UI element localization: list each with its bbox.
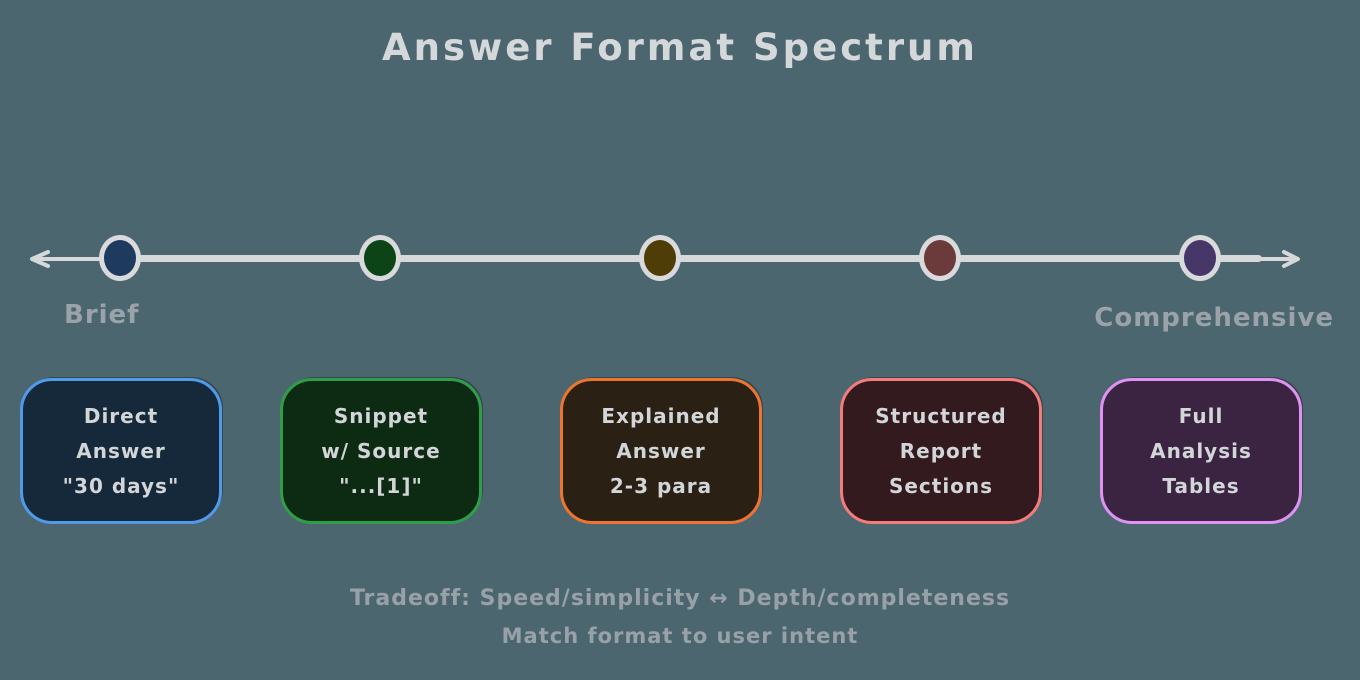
card-structured-report-line-2: Report <box>899 438 983 463</box>
card-explained-answer-line-2: Answer <box>616 438 706 463</box>
spectrum-left-label: Brief <box>64 300 140 330</box>
card-direct-answer-line-2: Answer <box>76 438 166 463</box>
tradeoff-caption: Tradeoff: Speed/simplicity ↔ Depth/compl… <box>349 586 1011 611</box>
right-arrow-icon <box>1258 250 1300 268</box>
spectrum-dot-snippet-with-source <box>359 235 401 281</box>
card-structured-report-line-1: Structured <box>875 403 1007 428</box>
card-snippet-with-source: Snippet w/ Source "...[1]" <box>280 378 482 524</box>
spectrum-dot-structured-report <box>919 235 961 281</box>
card-snippet-with-source-line-3: "...[1]" <box>339 473 423 498</box>
spectrum-axis-line <box>130 255 1262 262</box>
card-full-analysis-line-2: Analysis <box>1150 438 1252 463</box>
card-snippet-with-source-line-2: w/ Source <box>321 438 441 463</box>
card-explained-answer-line-3: 2-3 para <box>609 473 713 498</box>
card-structured-report-line-3: Sections <box>888 473 994 498</box>
card-full-analysis-line-3: Tables <box>1162 473 1240 498</box>
card-direct-answer-line-3: "30 days" <box>62 473 180 498</box>
spectrum-dot-direct-answer <box>99 235 141 281</box>
spectrum-dot-full-analysis <box>1179 235 1221 281</box>
card-explained-answer-line-1: Explained <box>601 403 721 428</box>
match-intent-caption: Match format to user intent <box>501 624 859 648</box>
diagram-title: Answer Format Spectrum <box>382 26 978 69</box>
card-direct-answer-line-1: Direct <box>83 403 159 428</box>
spectrum-right-label: Comprehensive <box>1094 303 1334 333</box>
card-full-analysis-line-1: Full <box>1178 403 1224 428</box>
spectrum-dot-explained-answer <box>639 235 681 281</box>
card-snippet-with-source-line-1: Snippet <box>333 403 429 428</box>
